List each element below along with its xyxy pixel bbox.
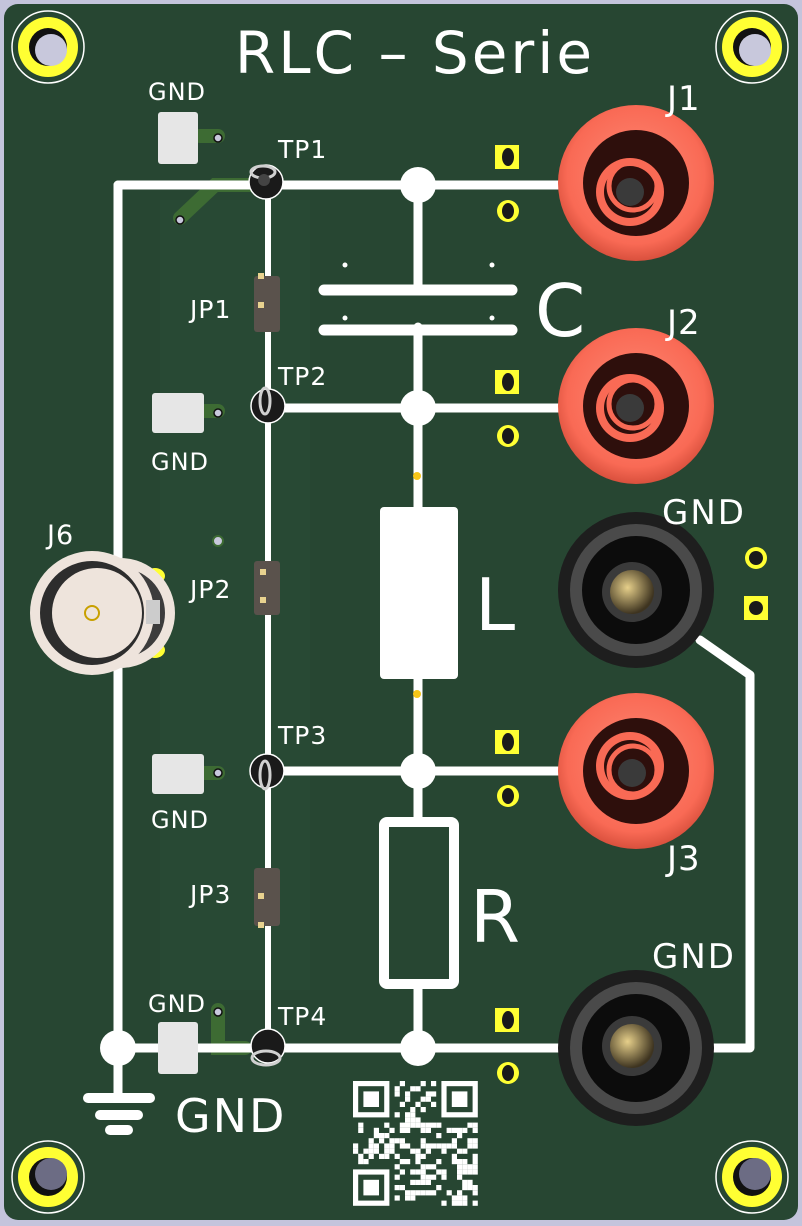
jack-gnd-2-label: GND	[652, 937, 736, 977]
gnd-pad-1[interactable]	[158, 112, 223, 164]
test-point-2[interactable]	[250, 386, 286, 424]
capacitor-symbol	[318, 262, 518, 336]
qr-code-icon	[353, 1081, 478, 1206]
inductor-symbol	[380, 472, 458, 698]
inductor-label: L	[475, 563, 515, 647]
ground-symbol-icon	[83, 1093, 155, 1135]
jack-j3[interactable]	[558, 693, 714, 849]
resistor-label: R	[470, 875, 520, 959]
junction-dots	[100, 167, 436, 1066]
jumper-1-label: JP1	[188, 295, 231, 324]
gnd-pad-3-label: GND	[151, 806, 209, 834]
gnd-pad-3[interactable]	[152, 754, 223, 794]
test-point-1[interactable]	[248, 164, 284, 200]
jack-gnd-2[interactable]	[558, 970, 714, 1126]
board-title: RLC – Serie	[235, 19, 595, 87]
jumper-2-label: JP2	[188, 575, 231, 604]
gnd-pad-2[interactable]	[152, 393, 223, 433]
test-point-4[interactable]	[250, 1028, 286, 1067]
capacitor-label: C	[535, 269, 585, 353]
jack-gnd-1[interactable]	[558, 512, 714, 668]
jack-j2-label: J2	[665, 303, 701, 343]
mounting-hole-bottom-left	[11, 1140, 85, 1214]
jumper-1[interactable]	[254, 273, 280, 332]
jumper-3[interactable]	[254, 868, 280, 928]
jack-j2[interactable]	[558, 328, 714, 484]
ground-symbol-label: GND	[175, 1089, 286, 1143]
via	[175, 215, 185, 225]
gnd-pad-4[interactable]	[158, 1007, 223, 1074]
mounting-hole-top-right	[715, 10, 789, 84]
test-point-3[interactable]	[249, 753, 285, 791]
ground-plane-shade	[160, 200, 310, 990]
bnc-connector-label: J6	[45, 520, 74, 551]
mounting-hole-bottom-right	[715, 1140, 789, 1214]
jack-gnd-1-label: GND	[662, 493, 746, 533]
mounting-hole-top-left	[11, 10, 85, 84]
test-point-4-label: TP4	[277, 1002, 327, 1031]
jack-j1-label: J1	[665, 79, 701, 119]
test-point-1-label: TP1	[277, 135, 327, 164]
jack-j3-label: J3	[665, 839, 701, 879]
jumper-2[interactable]	[254, 561, 280, 615]
gnd-pad-4-label: GND	[148, 990, 206, 1018]
jumper-3-label: JP3	[188, 880, 231, 909]
jack-j1[interactable]	[558, 105, 714, 261]
bnc-connector-j6[interactable]	[30, 551, 175, 675]
test-point-2-label: TP2	[277, 362, 327, 391]
gnd-pad-2-label: GND	[151, 448, 209, 476]
gnd-pad-1-label: GND	[148, 78, 206, 106]
test-point-3-label: TP3	[277, 721, 327, 750]
via	[212, 535, 224, 547]
jack-pads	[495, 145, 768, 1084]
resistor-symbol	[379, 817, 459, 989]
